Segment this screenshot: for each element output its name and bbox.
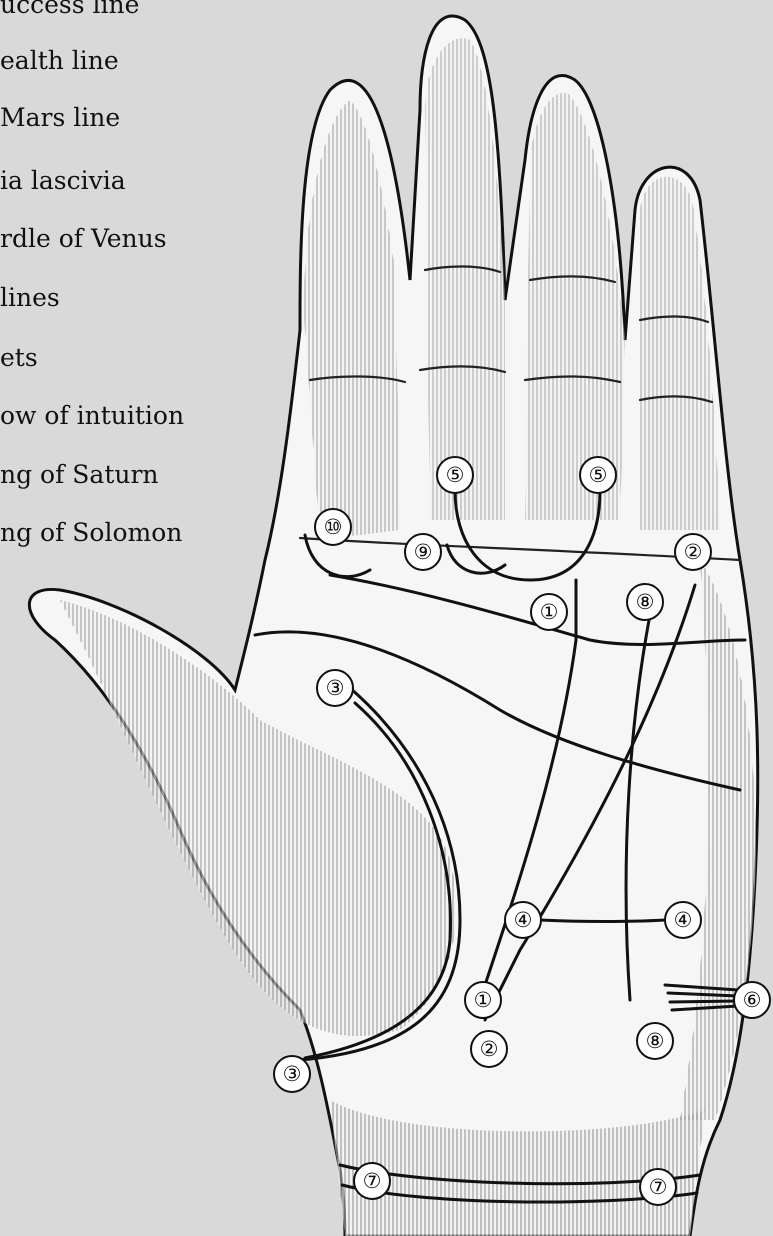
marker-10-label: ⑩ — [324, 515, 343, 539]
marker-8-bottom-label: ⑧ — [646, 1029, 665, 1053]
marker-5-right: ⑤ — [580, 457, 616, 493]
marker-2-bottom: ② — [471, 1031, 507, 1067]
marker-5-left-label: ⑤ — [446, 463, 465, 487]
marker-3-bottom-label: ③ — [283, 1062, 302, 1086]
marker-2-bottom-label: ② — [480, 1037, 499, 1061]
marker-7-right-label: ⑦ — [649, 1175, 668, 1199]
marker-4-left-label: ④ — [514, 908, 533, 932]
marker-4-right: ④ — [665, 902, 701, 938]
finger-shading-ring — [525, 93, 625, 520]
marker-5-right-label: ⑤ — [589, 463, 608, 487]
marker-3-top-label: ③ — [326, 676, 345, 700]
marker-6-label: ⑥ — [743, 988, 762, 1012]
marker-1-bottom: ① — [465, 982, 501, 1018]
marker-1-top-label: ① — [540, 600, 559, 624]
marker-4-right-label: ④ — [674, 908, 693, 932]
marker-9: ⑨ — [405, 534, 441, 570]
marker-2-top: ② — [675, 534, 711, 570]
marker-8-bottom: ⑧ — [637, 1023, 673, 1059]
marker-8-top: ⑧ — [627, 584, 663, 620]
marker-5-left: ⑤ — [437, 457, 473, 493]
marker-6: ⑥ — [734, 982, 770, 1018]
marker-2-top-label: ② — [684, 540, 703, 564]
marker-4-left: ④ — [505, 902, 541, 938]
marker-1-top: ① — [531, 594, 567, 630]
marker-7-right: ⑦ — [640, 1169, 676, 1205]
marker-3-bottom: ③ — [274, 1056, 310, 1092]
marker-7-left-label: ⑦ — [363, 1169, 382, 1193]
marker-7-left: ⑦ — [354, 1163, 390, 1199]
via-lascivia — [540, 920, 665, 922]
finger-shading-little — [640, 177, 720, 530]
marker-1-bottom-label: ① — [474, 988, 493, 1012]
marker-10: ⑩ — [315, 509, 351, 545]
marker-9-label: ⑨ — [414, 540, 433, 564]
marriage-line — [670, 1001, 738, 1002]
marker-8-top-label: ⑧ — [636, 590, 655, 614]
marker-3-top: ③ — [317, 670, 353, 706]
